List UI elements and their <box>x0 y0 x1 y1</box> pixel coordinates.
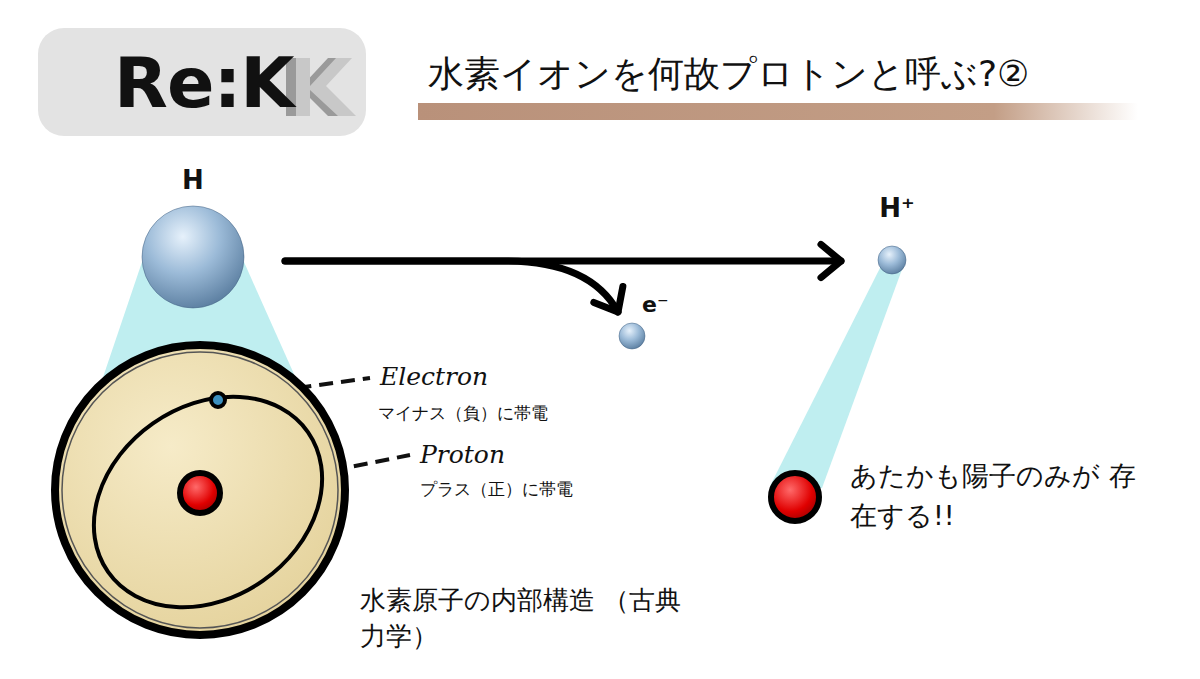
node-text: あたかも陽子のみが 存在する!! <box>850 456 1150 536</box>
hydrogen-ion: H⁺ <box>877 245 907 275</box>
proton-dot <box>771 473 819 521</box>
node-shape <box>618 322 646 350</box>
sphere <box>619 323 645 349</box>
zoom-band <box>770 264 904 488</box>
hydrogen-atom: H <box>141 205 245 309</box>
node-text: Re:K <box>114 42 294 124</box>
orbit <box>53 353 363 650</box>
node-text: H⁺ <box>879 193 914 223</box>
logo-badge: Re:K <box>38 28 366 136</box>
electron: e⁻ <box>618 322 646 350</box>
proton: あたかも陽子のみが 存在する!! <box>768 470 822 524</box>
arrow-head <box>594 286 623 312</box>
logo-shadow <box>296 58 356 116</box>
node-text: e⁻ <box>642 292 669 317</box>
sphere <box>142 206 244 308</box>
part-note: プラス（正）に帯電 <box>420 478 573 501</box>
sphere <box>878 246 906 274</box>
logo-ground <box>38 28 366 136</box>
node-shape <box>50 340 350 640</box>
title: 水素イオンを何故プロトンと呼ぶ?② <box>428 50 1029 99</box>
arrow-head <box>821 244 841 277</box>
node-text: 水素原子の内部構造 （古典力学） <box>360 582 690 654</box>
node-shape <box>877 245 907 275</box>
atom-rim <box>62 352 338 628</box>
part-note: マイナス（負）に帯電 <box>378 402 548 425</box>
atom-structure: 水素原子の内部構造 （古典力学） <box>50 340 350 640</box>
electron-dot <box>211 393 225 407</box>
proton-dot <box>180 473 220 513</box>
connector-arrow <box>285 261 623 312</box>
connector-line <box>285 261 618 312</box>
part-name: Electron <box>380 362 488 391</box>
title-bar <box>418 103 1138 120</box>
node-shape <box>768 470 822 524</box>
node-text: H <box>182 165 204 195</box>
part-name: Proton <box>420 440 505 469</box>
node-shape <box>141 205 245 309</box>
